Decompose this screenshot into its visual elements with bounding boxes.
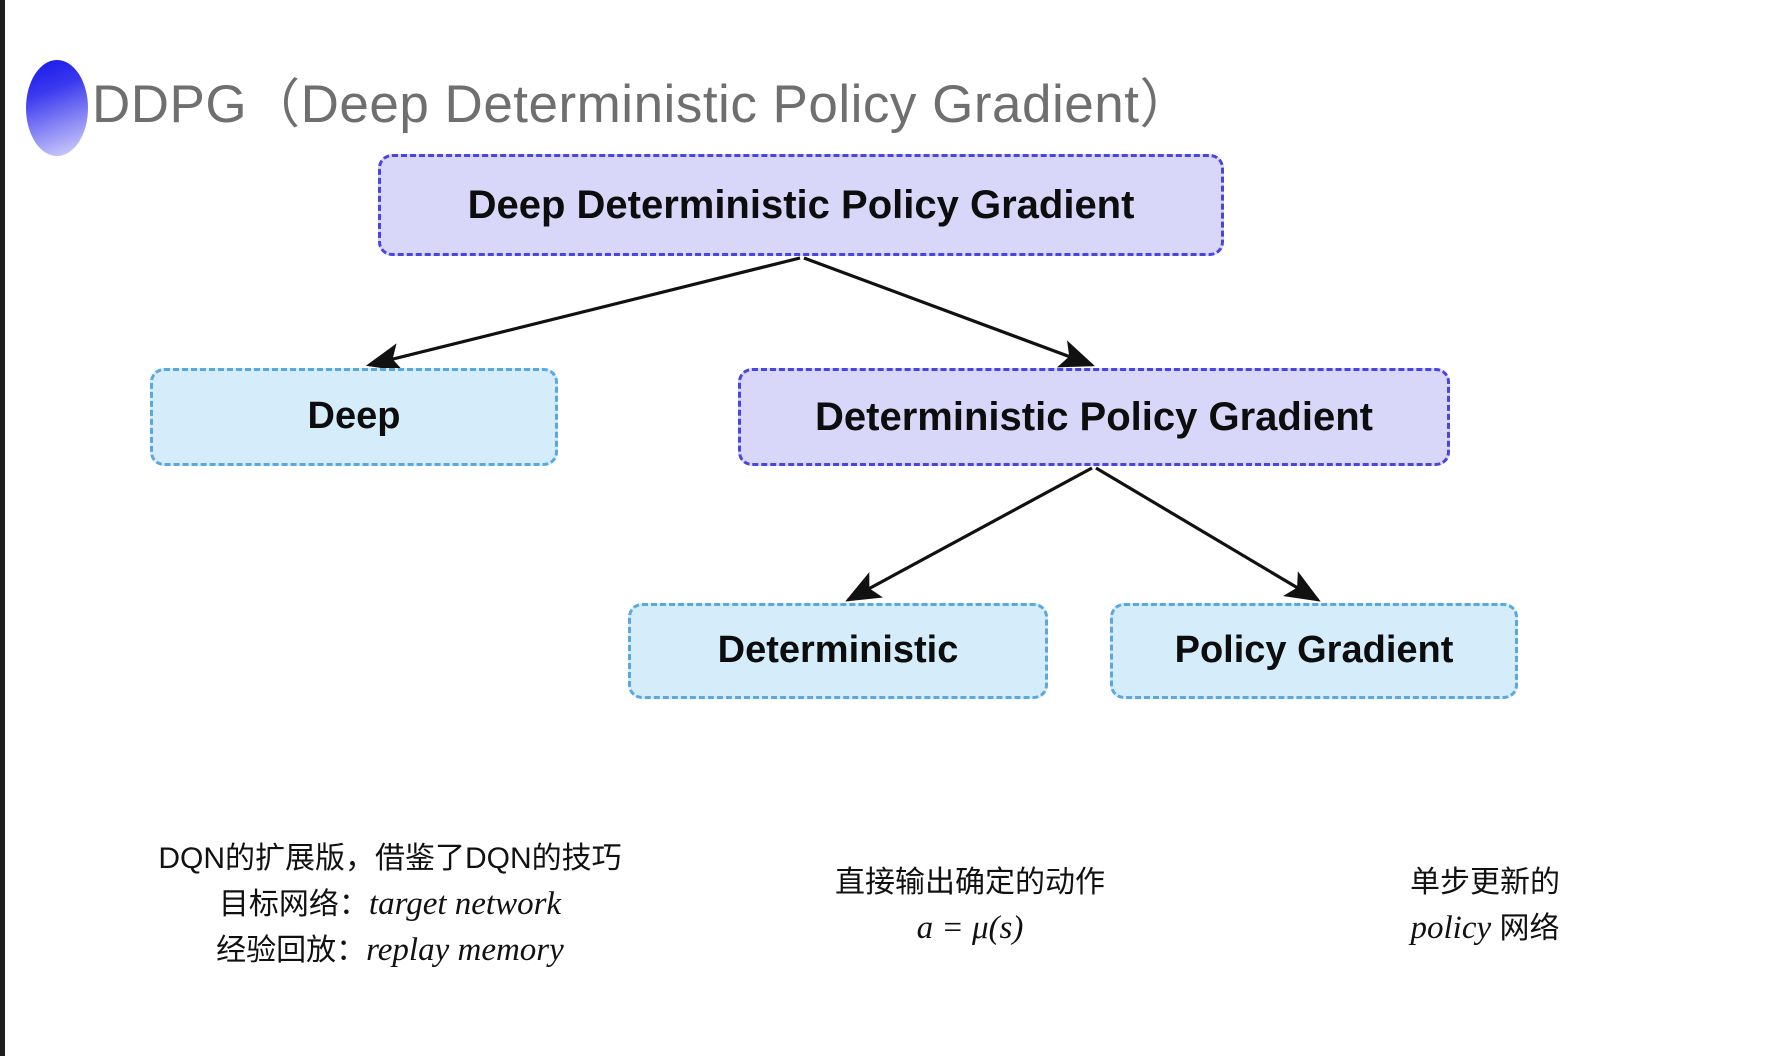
- node-deep-deterministic-policy-gradient[interactable]: Deep Deterministic Policy Gradient: [378, 154, 1224, 256]
- annotation-policy-gradient-line-1: 单步更新的: [1410, 866, 1560, 899]
- node-policy-gradient[interactable]: Policy Gradient: [1110, 603, 1518, 699]
- node-label: Deterministic: [717, 629, 959, 672]
- annotation-policy-gradient-line-2: policy 网络: [1250, 905, 1720, 952]
- node-deterministic-policy-gradient[interactable]: Deterministic Policy Gradient: [738, 368, 1450, 466]
- annotation-deep-line-2: 目标网络：target network: [70, 881, 710, 928]
- annotation-deep: DQN的扩展版，借鉴了DQN的技巧 目标网络：target network 经验…: [70, 838, 710, 974]
- node-deep[interactable]: Deep: [150, 368, 558, 466]
- annotation-deep-line-3: 经验回放：replay memory: [70, 927, 710, 974]
- gradient-circle-bullet-icon: [26, 60, 88, 156]
- annotation-policy-gradient: 单步更新的 policy 网络: [1250, 862, 1720, 951]
- edge-dpg-to-deterministic: [845, 466, 1093, 602]
- node-label: Deep: [307, 395, 401, 438]
- left-edge-strip: [0, 0, 5, 1056]
- node-label: Deterministic Policy Gradient: [815, 395, 1373, 439]
- annotation-deep-line-3-term: replay memory: [366, 932, 564, 969]
- annotation-deep-line-3-label: 经验回放：: [216, 934, 367, 968]
- annotation-deterministic-line-1: 直接输出确定的动作: [835, 866, 1105, 899]
- annotation-deterministic-formula: a = μ(s): [916, 909, 1024, 946]
- node-deterministic[interactable]: Deterministic: [628, 603, 1048, 699]
- annotation-deterministic: 直接输出确定的动作 a = μ(s): [690, 862, 1250, 951]
- node-label: Policy Gradient: [1174, 629, 1454, 672]
- edge-root-to-dpg: [803, 256, 1095, 368]
- annotation-deep-line-1: DQN的扩展版，借鉴了DQN的技巧: [158, 842, 622, 875]
- page-title: DDPG（Deep Deterministic Policy Gradient）: [92, 75, 1193, 134]
- node-label: Deep Deterministic Policy Gradient: [467, 183, 1135, 227]
- annotation-policy-gradient-suffix: 网络: [1491, 911, 1560, 945]
- edge-root-to-deep: [365, 256, 801, 372]
- annotation-deep-line-2-label: 目标网络：: [218, 887, 369, 921]
- annotation-policy-gradient-term: policy: [1410, 909, 1492, 946]
- annotation-deep-line-2-term: target network: [368, 885, 562, 922]
- edge-dpg-to-policy-gradient: [1095, 466, 1321, 602]
